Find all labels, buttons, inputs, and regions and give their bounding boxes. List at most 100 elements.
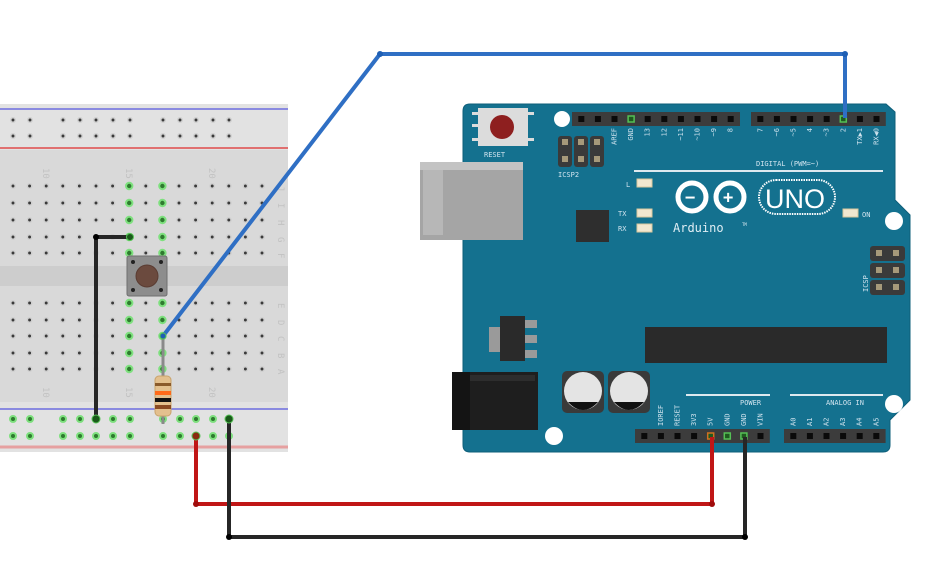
breadboard-hole[interactable] bbox=[59, 234, 66, 240]
wire-bendpoint[interactable] bbox=[709, 501, 715, 507]
rail-hole[interactable] bbox=[77, 117, 83, 123]
breadboard-hole[interactable] bbox=[43, 217, 50, 223]
header-pin[interactable] bbox=[757, 433, 764, 439]
breadboard-hole[interactable] bbox=[242, 350, 249, 356]
breadboard-hole[interactable] bbox=[59, 366, 66, 372]
breadboard-hole[interactable] bbox=[76, 317, 83, 323]
breadboard-hole[interactable] bbox=[192, 333, 199, 339]
breadboard-hole[interactable] bbox=[59, 217, 66, 223]
rail-hole[interactable] bbox=[177, 133, 183, 139]
icsp-pin[interactable] bbox=[893, 284, 899, 290]
rail-hole[interactable] bbox=[109, 432, 117, 440]
rail-hole[interactable] bbox=[10, 133, 16, 139]
icsp2-pin[interactable] bbox=[578, 156, 584, 162]
rail-hole[interactable] bbox=[59, 415, 67, 423]
breadboard-hole[interactable] bbox=[142, 217, 149, 223]
header-pin[interactable] bbox=[807, 116, 814, 122]
breadboard-hole[interactable] bbox=[176, 333, 182, 339]
breadboard-hole[interactable] bbox=[192, 317, 199, 323]
breadboard-hole[interactable] bbox=[209, 200, 216, 206]
breadboard-hole[interactable] bbox=[10, 333, 16, 339]
breadboard-hole[interactable] bbox=[192, 250, 199, 256]
breadboard-hole[interactable] bbox=[209, 250, 216, 256]
breadboard-hole[interactable] bbox=[225, 350, 232, 356]
breadboard-hole[interactable] bbox=[142, 333, 149, 339]
header-pin[interactable] bbox=[644, 116, 651, 122]
rail-hole[interactable] bbox=[127, 133, 133, 139]
breadboard-hole[interactable] bbox=[125, 315, 134, 325]
breadboard-hole[interactable] bbox=[93, 200, 99, 206]
breadboard-hole[interactable] bbox=[109, 333, 116, 339]
breadboard-hole[interactable] bbox=[26, 366, 33, 372]
header-pin[interactable] bbox=[823, 116, 830, 122]
icsp2-pin[interactable] bbox=[562, 139, 568, 145]
breadboard-hole[interactable] bbox=[10, 366, 16, 372]
rail-hole[interactable] bbox=[176, 432, 184, 440]
breadboard-hole[interactable] bbox=[10, 300, 16, 306]
breadboard-hole[interactable] bbox=[192, 234, 199, 240]
breadboard-hole[interactable] bbox=[259, 366, 265, 372]
breadboard-hole[interactable] bbox=[242, 366, 249, 372]
breadboard-hole[interactable] bbox=[26, 317, 33, 323]
breadboard-hole[interactable] bbox=[209, 300, 216, 306]
breadboard-hole[interactable] bbox=[142, 366, 149, 372]
rail-hole[interactable] bbox=[27, 117, 33, 123]
breadboard-hole[interactable] bbox=[59, 250, 66, 256]
rail-hole[interactable] bbox=[9, 432, 17, 440]
breadboard-hole[interactable] bbox=[109, 183, 116, 189]
breadboard-hole[interactable] bbox=[109, 200, 116, 206]
header-pin[interactable] bbox=[611, 116, 618, 122]
breadboard-hole[interactable] bbox=[10, 217, 16, 223]
wire-endpoint[interactable] bbox=[91, 414, 101, 424]
breadboard-hole[interactable] bbox=[142, 183, 149, 189]
breadboard-hole[interactable] bbox=[26, 250, 33, 256]
breadboard-hole[interactable] bbox=[225, 234, 232, 240]
breadboard-hole[interactable] bbox=[10, 234, 16, 240]
rail-hole[interactable] bbox=[10, 117, 16, 123]
breadboard-hole[interactable] bbox=[76, 350, 83, 356]
breadboard-hole[interactable] bbox=[125, 248, 134, 258]
header-pin[interactable] bbox=[823, 433, 830, 439]
breadboard-hole[interactable] bbox=[109, 350, 116, 356]
breadboard-hole[interactable] bbox=[209, 234, 216, 240]
breadboard-hole[interactable] bbox=[26, 200, 33, 206]
rail-hole[interactable] bbox=[127, 117, 133, 123]
breadboard-hole[interactable] bbox=[259, 217, 265, 223]
rail-hole[interactable] bbox=[176, 415, 184, 423]
breadboard-hole[interactable] bbox=[10, 350, 16, 356]
breadboard-hole[interactable] bbox=[109, 300, 116, 306]
breadboard-hole[interactable] bbox=[225, 366, 232, 372]
icsp-pin[interactable] bbox=[876, 284, 882, 290]
breadboard-hole[interactable] bbox=[59, 317, 66, 323]
wire-bendpoint[interactable] bbox=[842, 51, 848, 57]
wire-endpoint[interactable] bbox=[191, 431, 201, 441]
breadboard-hole[interactable] bbox=[142, 200, 149, 206]
breadboard-hole[interactable] bbox=[76, 333, 83, 339]
breadboard-hole[interactable] bbox=[176, 217, 182, 223]
breadboard-hole[interactable] bbox=[59, 200, 66, 206]
breadboard-hole[interactable] bbox=[59, 333, 66, 339]
rail-hole[interactable] bbox=[77, 133, 83, 139]
header-pin[interactable] bbox=[627, 115, 635, 123]
icsp2-pin[interactable] bbox=[578, 139, 584, 145]
breadboard-hole[interactable] bbox=[125, 215, 134, 225]
rail-hole[interactable] bbox=[9, 415, 17, 423]
breadboard-hole[interactable] bbox=[26, 217, 33, 223]
breadboard-hole[interactable] bbox=[225, 217, 232, 223]
header-pin[interactable] bbox=[727, 116, 734, 122]
breadboard-hole[interactable] bbox=[259, 250, 265, 256]
breadboard-hole[interactable] bbox=[76, 300, 83, 306]
breadboard-hole[interactable] bbox=[225, 183, 232, 189]
rail-hole[interactable] bbox=[60, 133, 66, 139]
breadboard-hole[interactable] bbox=[93, 217, 99, 223]
rail-hole[interactable] bbox=[76, 415, 84, 423]
red-wire-path[interactable] bbox=[194, 436, 714, 506]
rail-hole[interactable] bbox=[110, 133, 116, 139]
breadboard-hole[interactable] bbox=[176, 350, 182, 356]
breadboard-hole[interactable] bbox=[59, 183, 66, 189]
breadboard-hole[interactable] bbox=[59, 350, 66, 356]
breadboard-hole[interactable] bbox=[209, 350, 216, 356]
header-pin[interactable] bbox=[856, 116, 863, 122]
breadboard-hole[interactable] bbox=[225, 333, 232, 339]
rail-hole[interactable] bbox=[177, 117, 183, 123]
